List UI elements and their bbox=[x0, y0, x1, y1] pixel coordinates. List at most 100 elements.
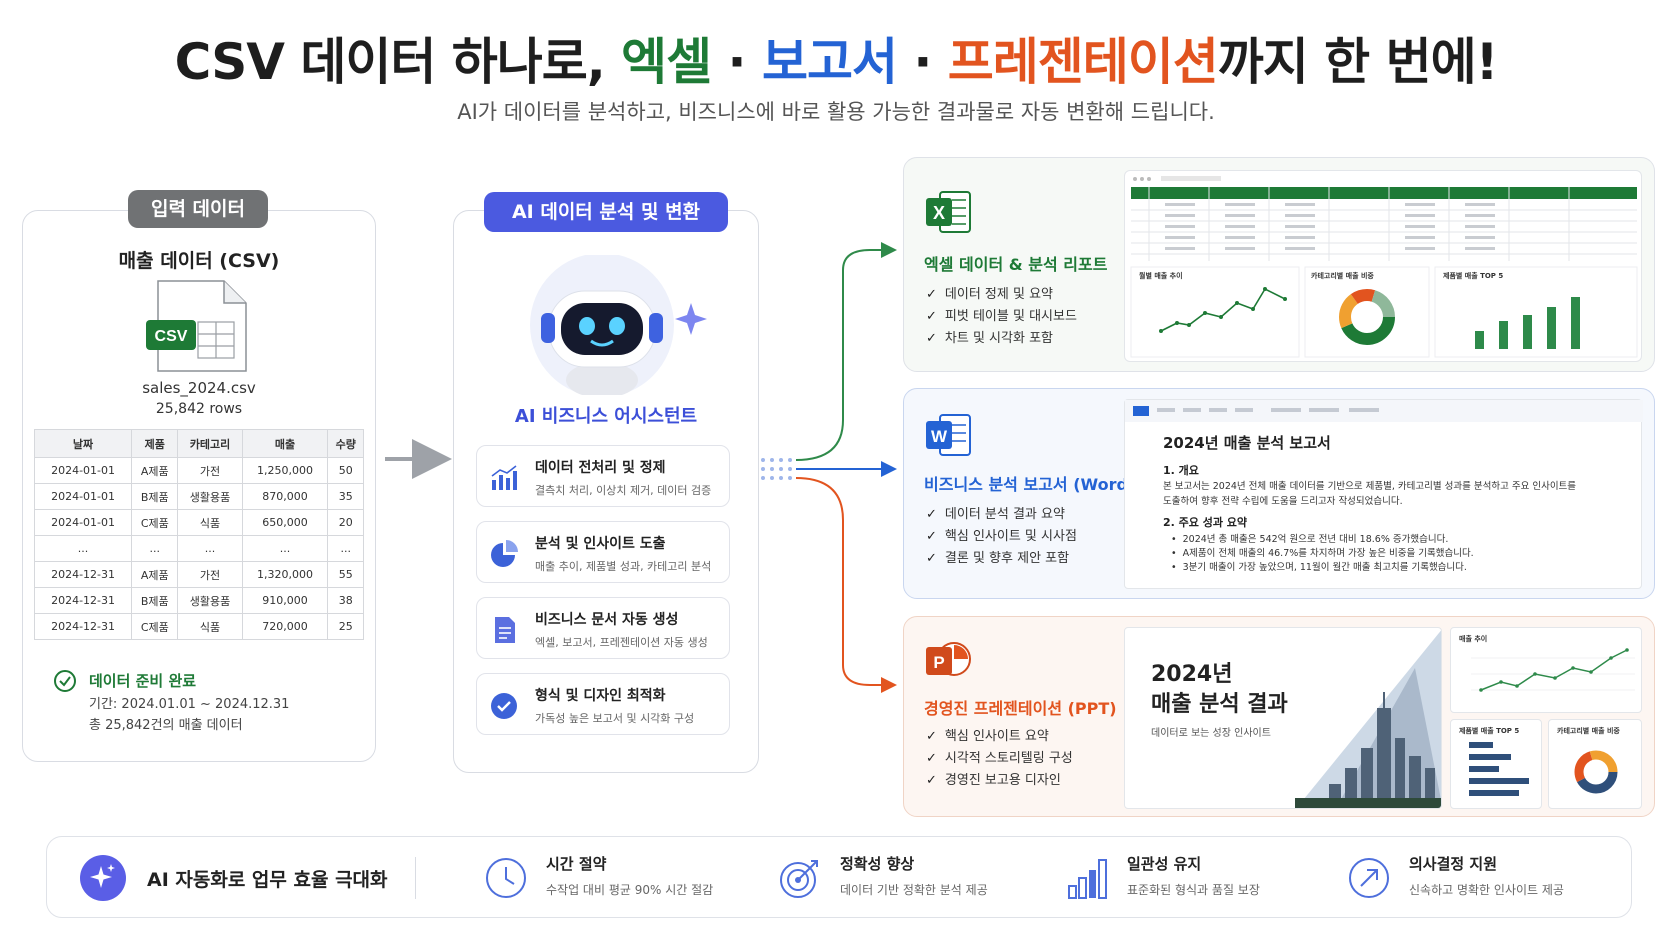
ai-step-design: 형식 및 디자인 최적화 가독성 높은 보고서 및 시각화 구성 bbox=[476, 673, 730, 735]
hbar-graphic bbox=[1469, 742, 1529, 796]
input-data-pill: 입력 데이터 bbox=[128, 190, 268, 228]
ppt-letter: P bbox=[933, 653, 944, 672]
table-cell: 2024-12-31 bbox=[33, 613, 133, 640]
robot-icon bbox=[530, 255, 707, 395]
table-cell: 생활용품 bbox=[177, 587, 243, 614]
trend-line-graphic bbox=[1471, 648, 1635, 692]
benefit-title: 의사결정 지원 bbox=[1409, 855, 1498, 873]
mini-share-chart: 카테고리별 매출 비중 bbox=[1548, 719, 1642, 809]
step-title: 분석 및 인사이트 도출 bbox=[535, 536, 666, 552]
mini-chart-label: 제품별 매출 TOP 5 bbox=[1459, 727, 1520, 735]
data-count: 총 25,842건의 매출 데이터 bbox=[89, 718, 243, 733]
table-cell: 650,000 bbox=[241, 509, 329, 536]
table-cell: 50 bbox=[327, 457, 364, 484]
ppt-slide-preview: 2024년 매출 분석 결과 데이터로 보는 성장 인사이트 bbox=[1124, 627, 1442, 809]
word-bullet: 결론 및 향후 제안 포함 bbox=[926, 547, 1069, 566]
file-name: sales_2024.csv bbox=[142, 379, 256, 397]
table-cell: 생활용품 bbox=[177, 483, 243, 510]
donut-graphic bbox=[1574, 750, 1618, 794]
table-header-cell: 제품 bbox=[131, 429, 179, 458]
table-cell: C제품 bbox=[131, 509, 179, 536]
table-cell: 870,000 bbox=[241, 483, 329, 510]
document-icon bbox=[495, 617, 515, 643]
benefits-headline: AI 자동화로 업무 효율 극대화 bbox=[147, 869, 388, 891]
doc-heading-1: 1. 개요 bbox=[1163, 464, 1199, 477]
csv-badge: CSV bbox=[155, 328, 188, 345]
excel-icon: X bbox=[926, 191, 971, 233]
table-cell: 38 bbox=[327, 587, 364, 614]
title-sep1: · bbox=[711, 33, 762, 91]
title-sep2: · bbox=[896, 33, 948, 91]
mini-chart-label: 매출 추이 bbox=[1459, 635, 1488, 643]
excel-bullet: 차트 및 시각화 포함 bbox=[926, 327, 1053, 346]
table-cell: 720,000 bbox=[241, 613, 329, 640]
ppt-bullet: 경영진 보고용 디자인 bbox=[926, 769, 1061, 788]
table-cell: 식품 bbox=[177, 613, 243, 640]
benefit-desc: 수작업 대비 평균 90% 시간 절감 bbox=[546, 883, 714, 897]
doc-paragraph: 본 보고서는 2024년 전체 매출 데이터를 기반으로 제품별, 카테고리별 … bbox=[1163, 481, 1577, 492]
benefit-title: 정확성 향상 bbox=[840, 855, 915, 873]
word-output-card: W 비즈니스 분석 보고서 (Word) 데이터 분석 결과 요약 핵심 인사이… bbox=[903, 388, 1655, 599]
table-cell: 2024-01-01 bbox=[33, 483, 133, 510]
benefit-title: 일관성 유지 bbox=[1127, 855, 1202, 873]
step-desc: 가독성 높은 보고서 및 시각화 구성 bbox=[535, 712, 695, 725]
city-skyline-image bbox=[1295, 630, 1441, 808]
word-bullet: 핵심 인사이트 및 시사점 bbox=[926, 525, 1077, 544]
table-cell: 2024-12-31 bbox=[33, 561, 133, 588]
table-cell: ... bbox=[177, 535, 243, 562]
word-bullet: 데이터 분석 결과 요약 bbox=[926, 503, 1065, 522]
title-part1: CSV 데이터 하나로, bbox=[174, 33, 622, 91]
excel-output-card: X 엑셀 데이터 & 분석 리포트 데이터 정제 및 요약 피벗 테이블 및 대… bbox=[903, 157, 1655, 372]
title-report: 보고서 bbox=[761, 33, 898, 91]
doc-list-item: A제품이 전체 매출의 46.7%를 차지하며 가장 높은 비중을 기록했습니다… bbox=[1171, 545, 1474, 559]
table-cell: A제품 bbox=[131, 561, 179, 588]
dataset-title: 매출 데이터 (CSV) bbox=[118, 250, 280, 272]
divider bbox=[415, 857, 416, 899]
title-ppt: 프레젠테이션 bbox=[947, 33, 1219, 91]
table-row: ............... bbox=[33, 535, 364, 562]
step-desc: 매출 추이, 제품별 성과, 카테고리 분석 bbox=[535, 560, 712, 573]
title-excel: 엑셀 bbox=[621, 33, 712, 91]
benefit-desc: 표준화된 형식과 품질 보장 bbox=[1127, 883, 1260, 897]
table-cell: A제품 bbox=[131, 457, 179, 484]
slide-title-line2: 매출 분석 결과 bbox=[1151, 692, 1288, 717]
word-doc-preview: 2024년 매출 분석 보고서 1. 개요 본 보고서는 2024년 전체 매출… bbox=[1124, 399, 1643, 589]
table-cell: 1,320,000 bbox=[241, 561, 329, 588]
table-header-cell: 매출 bbox=[241, 429, 329, 458]
excel-bullet: 피벗 테이블 및 대시보드 bbox=[926, 305, 1077, 324]
table-header-cell: 날짜 bbox=[33, 429, 133, 458]
excel-letter: X bbox=[933, 203, 945, 223]
doc-list-item: 3분기 매출이 가장 높았으며, 11월이 월간 매출 최고치를 기록했습니다. bbox=[1171, 559, 1467, 573]
table-cell: 1,250,000 bbox=[241, 457, 329, 484]
ppt-title: 경영진 프레젠테이션 (PPT) bbox=[924, 699, 1117, 718]
excel-sheet-preview: 월별 매출 추이 카테고리별 매출 비중 제품별 매출 TOP 5 bbox=[1124, 170, 1642, 362]
table-cell: B제품 bbox=[131, 587, 179, 614]
subtitle: AI가 데이터를 분석하고, 비즈니스에 바로 활용 가능한 결과물로 자동 변… bbox=[457, 100, 1215, 124]
step-desc: 결측치 처리, 이상치 제거, 데이터 검증 bbox=[535, 484, 712, 497]
table-cell: 2024-12-31 bbox=[33, 587, 133, 614]
table-cell: ... bbox=[131, 535, 179, 562]
mini-chart-label: 카테고리별 매출 비중 bbox=[1557, 727, 1620, 735]
table-cell: B제품 bbox=[131, 483, 179, 510]
table-cell: 55 bbox=[327, 561, 364, 588]
table-cell: ... bbox=[33, 535, 133, 562]
excel-bullet: 데이터 정제 및 요약 bbox=[926, 283, 1053, 302]
title-part2: 까지 한 번에! bbox=[1217, 33, 1499, 91]
benefit-desc: 데이터 기반 정확한 분석 제공 bbox=[840, 883, 988, 897]
word-ribbon bbox=[1125, 400, 1643, 422]
table-cell: 35 bbox=[327, 483, 364, 510]
excel-sheet-graphics bbox=[1130, 176, 1638, 358]
excel-chart1-label: 월별 매출 추이 bbox=[1139, 272, 1183, 280]
ai-assistant-name: AI 비즈니스 어시스턴트 bbox=[514, 406, 698, 427]
table-cell: 20 bbox=[327, 509, 364, 536]
table-header-cell: 수량 bbox=[327, 429, 364, 458]
table-cell: 25 bbox=[327, 613, 364, 640]
bars-icon bbox=[1068, 859, 1107, 899]
benefit-title: 시간 절약 bbox=[546, 855, 607, 873]
ai-step-preprocess: 데이터 전처리 및 정제 결측치 처리, 이상치 제거, 데이터 검증 bbox=[476, 445, 730, 507]
table-cell: 가전 bbox=[177, 457, 243, 484]
word-icon: W bbox=[926, 414, 971, 456]
table-cell: 식품 bbox=[177, 509, 243, 536]
